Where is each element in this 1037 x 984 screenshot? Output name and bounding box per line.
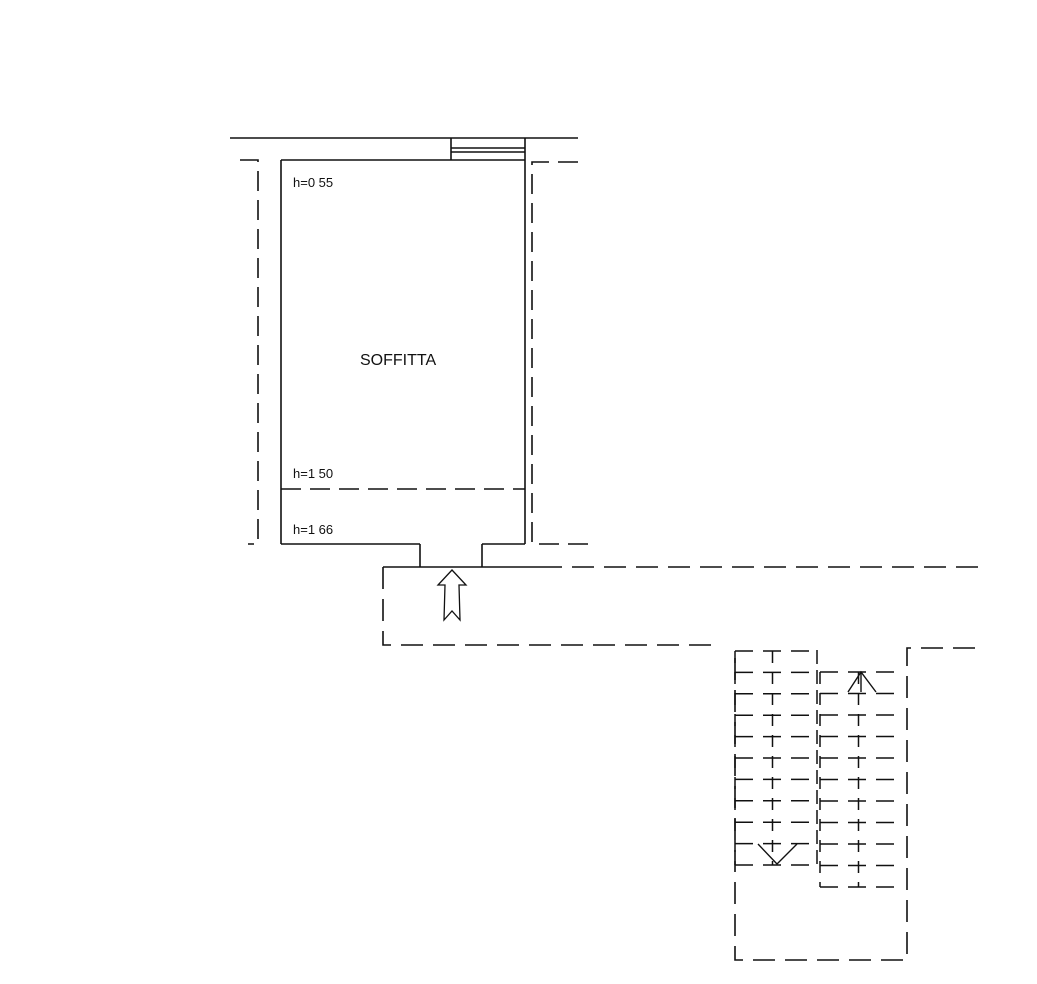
stair-arrows [757,670,877,866]
height-label-mid: h=1 50 [293,466,334,481]
room-name: SOFFITTA [360,352,437,369]
corridor [382,566,985,961]
window [450,138,525,160]
hidden-lines [240,159,590,545]
room-walls [280,138,526,567]
entry-arrow-icon [436,569,468,622]
height-label-top: h=0 55 [293,175,334,190]
height-label-bottom: h=1 66 [293,522,334,537]
staircase [734,650,897,888]
